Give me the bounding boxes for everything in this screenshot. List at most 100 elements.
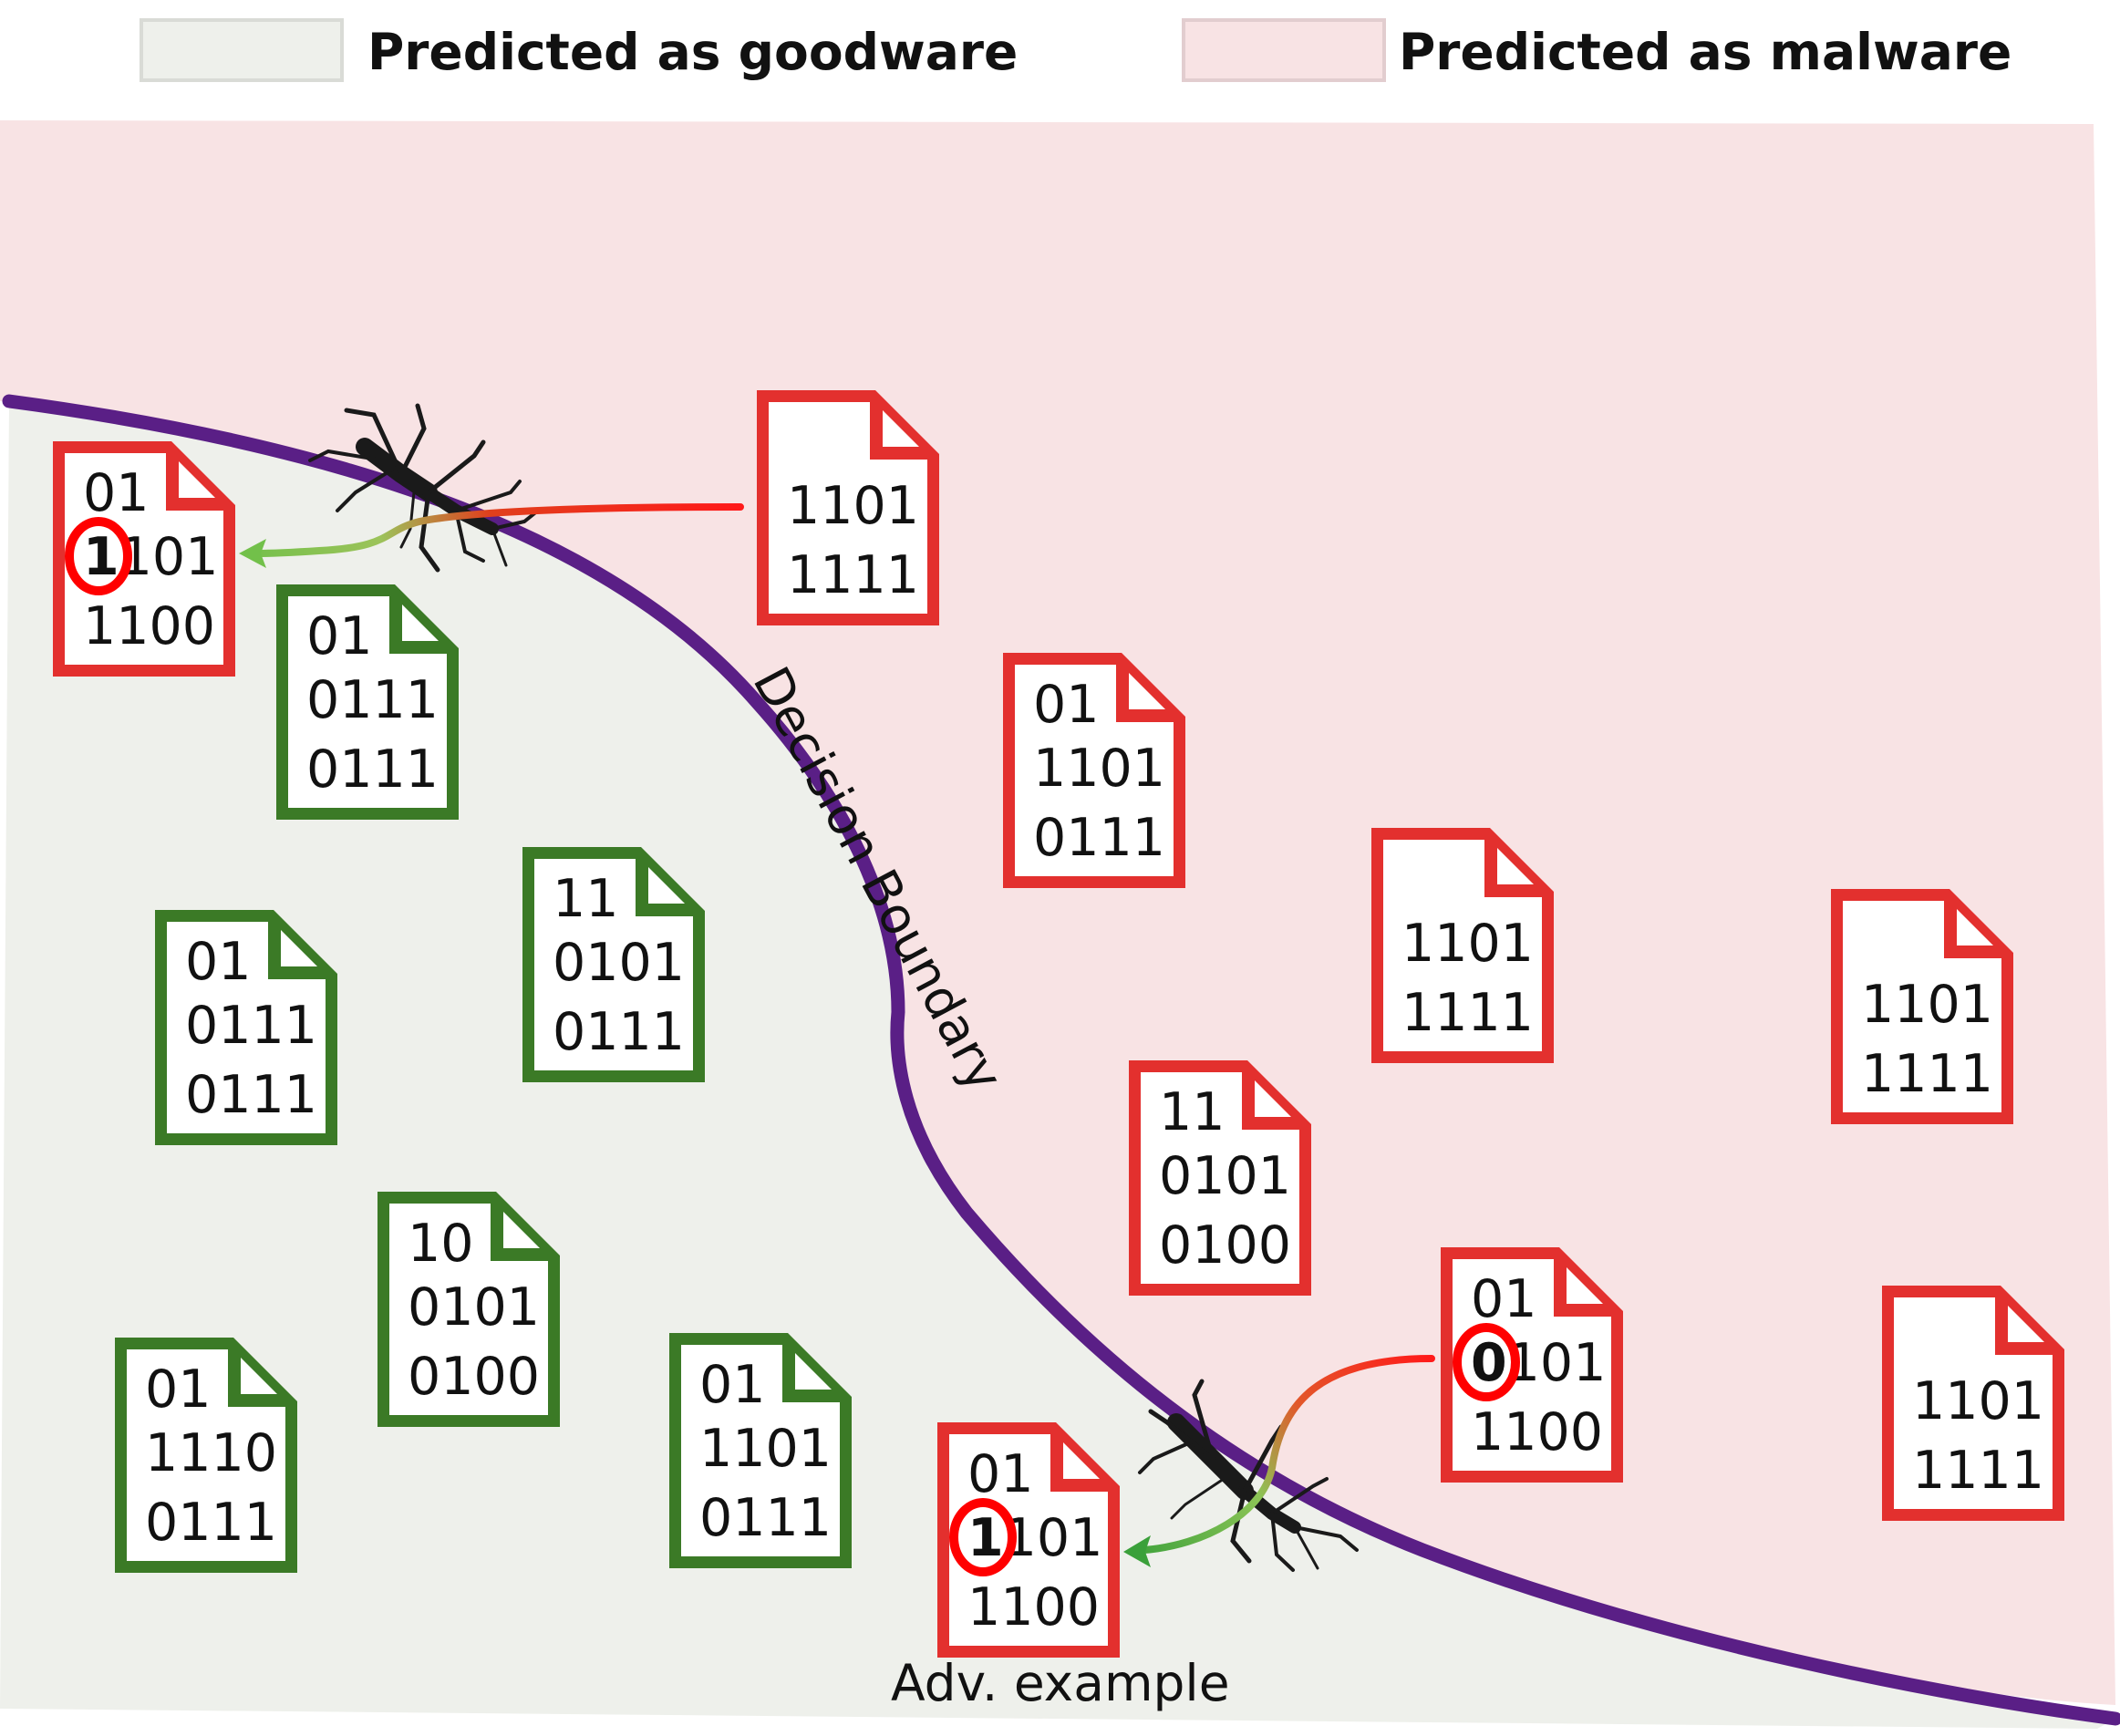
bit-line: 1111 — [1861, 1044, 1993, 1104]
legend-goodware-label: Predicted as goodware — [367, 23, 1018, 81]
file-page — [949, 1434, 1108, 1646]
file-fold — [1063, 1442, 1100, 1479]
file-fold — [1129, 673, 1165, 709]
bit-line: 0111 — [145, 1493, 277, 1553]
malware-file-icon: 1101 1111 — [1831, 889, 2013, 1124]
bit-line: 01 — [699, 1355, 766, 1415]
bit-line: 1100 — [1471, 1402, 1603, 1462]
file-fold — [241, 1358, 277, 1394]
bit-line: 1101 — [83, 527, 218, 587]
bit-line: 1111 — [1912, 1441, 2044, 1501]
perturbation-arrow-top — [239, 503, 744, 568]
flipped-bit: 1 — [83, 527, 119, 587]
bit-line: 1101 — [787, 476, 919, 536]
bit-line: 0101 — [408, 1277, 540, 1338]
bit-line: 0111 — [185, 1065, 317, 1125]
legend-malware-label: Predicted as malware — [1399, 23, 2011, 81]
file-fold — [1255, 1080, 1291, 1117]
file-page — [1383, 840, 1542, 1051]
bit-line: 0100 — [408, 1347, 540, 1407]
file-fold — [648, 867, 685, 904]
malware-file-icon: 1101 1111 — [1882, 1286, 2064, 1521]
bit-line: 1101 — [1861, 975, 1993, 1035]
malware-file-icon: 1101 1111 — [757, 390, 939, 625]
bit-line: 1101 — [1912, 1371, 2044, 1431]
malware-file-icon: 1101 1111 — [1371, 828, 1554, 1063]
bit-line: 1101 — [967, 1508, 1102, 1568]
file-page — [534, 859, 693, 1070]
bit-line: 1100 — [83, 596, 215, 656]
perturbation-arrow-bottom — [1123, 1355, 1435, 1567]
bit-line: 0101 — [1159, 1146, 1291, 1206]
flipped-bit: 0 — [1471, 1333, 1507, 1393]
bit-line: 1101 — [1401, 914, 1534, 974]
bit-line: 01 — [1471, 1269, 1537, 1329]
file-fold — [281, 930, 317, 966]
bit-line: 1111 — [787, 545, 919, 605]
flipped-bit-highlight — [1453, 1323, 1520, 1401]
file-fold — [1567, 1267, 1603, 1304]
bit-line: 0100 — [1159, 1215, 1291, 1276]
bit-line: 1110 — [145, 1423, 277, 1483]
file-page — [1015, 665, 1174, 876]
bit-line: 0111 — [185, 996, 317, 1056]
file-fold — [883, 410, 919, 447]
bit-line: 01 — [185, 932, 252, 992]
bit-line: 1111 — [1401, 983, 1534, 1043]
bit-line: 01 — [1033, 675, 1100, 735]
file-fold — [503, 1212, 540, 1248]
flipped-bit-highlight — [949, 1498, 1017, 1576]
bit-line: 0101 — [1471, 1333, 1606, 1393]
decision-boundary — [2, 394, 2120, 1726]
file-page — [1894, 1297, 2053, 1509]
bit-line: 10 — [408, 1214, 474, 1274]
file-page — [1843, 901, 2001, 1112]
bit-line: 0111 — [553, 1002, 685, 1062]
bit-line: 11 — [1159, 1082, 1225, 1142]
file-fold — [179, 461, 215, 498]
legend: Predicted as goodware Predicted as malwa… — [140, 18, 2011, 82]
file-page — [288, 596, 447, 808]
file-page — [167, 922, 326, 1133]
bit-line: 0101 — [553, 933, 685, 993]
bit-line: 0111 — [699, 1488, 832, 1548]
bit-line: 0111 — [1033, 808, 1165, 868]
bit-line: 11 — [553, 869, 619, 929]
file-page — [769, 402, 927, 614]
bit-line: 1100 — [967, 1577, 1100, 1638]
bit-line: 1101 — [1033, 739, 1165, 799]
adv-example-caption: Adv. example — [891, 1654, 1230, 1712]
bit-line: 1101 — [699, 1419, 832, 1479]
bit-line: 0111 — [306, 670, 439, 730]
bit-line: 01 — [306, 606, 373, 666]
flipped-bit-highlight — [65, 517, 132, 595]
file-page — [65, 453, 223, 665]
bit-line: 01 — [145, 1359, 212, 1420]
file-fold — [1957, 909, 1993, 946]
file-page — [681, 1345, 840, 1556]
legend-goodware-swatch — [140, 18, 344, 82]
file-page — [389, 1204, 548, 1415]
bit-line: 01 — [967, 1444, 1034, 1504]
file-page — [127, 1349, 285, 1561]
bit-line: 01 — [83, 463, 150, 523]
file-page — [1453, 1259, 1611, 1471]
file-fold — [402, 604, 439, 641]
flipped-bit: 1 — [967, 1508, 1004, 1568]
file-fold — [2008, 1306, 2044, 1342]
legend-malware-swatch — [1182, 18, 1386, 82]
bit-line: 0111 — [306, 739, 439, 800]
